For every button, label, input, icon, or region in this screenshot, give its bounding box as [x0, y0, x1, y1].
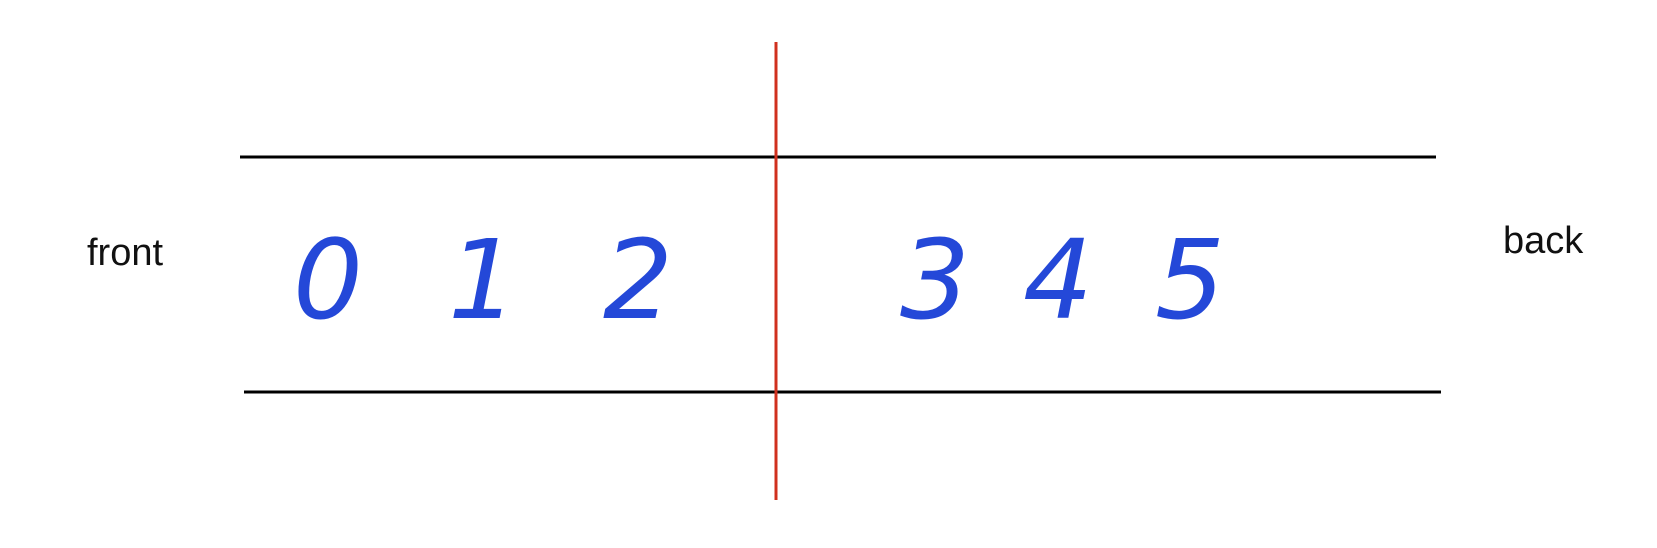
front-label: front	[87, 232, 164, 274]
queue-item-5: 5	[1155, 216, 1225, 344]
queue-item-0: 0	[293, 216, 363, 344]
queue-item-2: 2	[603, 216, 673, 344]
queue-item-4: 4	[1023, 216, 1093, 344]
back-label: back	[1503, 220, 1584, 262]
queue-item-3: 3	[900, 216, 970, 344]
queue-item-1: 1	[448, 216, 518, 344]
